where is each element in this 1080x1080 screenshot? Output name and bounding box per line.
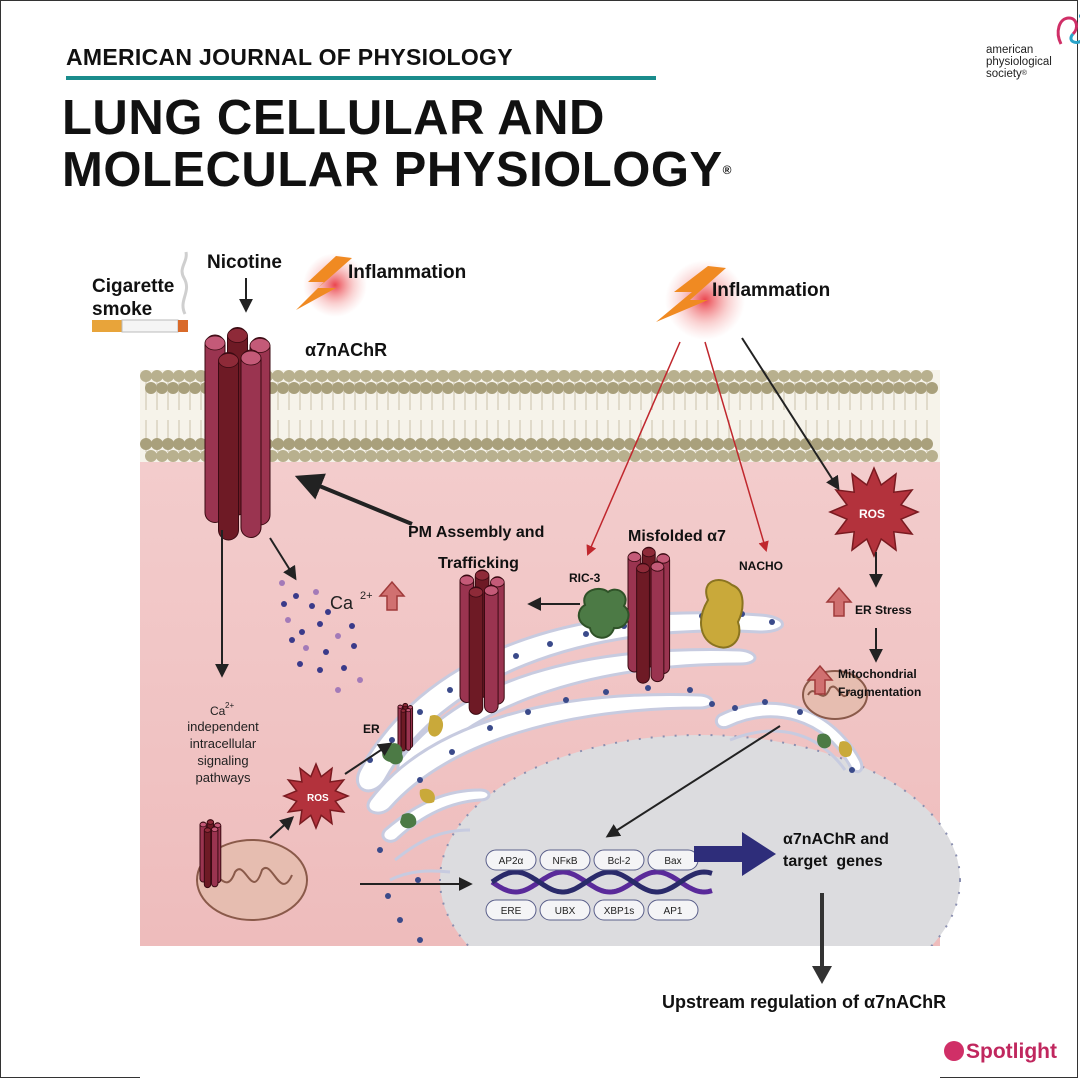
nacho-label: NACHO xyxy=(739,559,783,573)
ric3-chaperone-icon xyxy=(577,587,630,639)
labels: Cigarette smoke Nicotine Inflammation In… xyxy=(92,252,946,1012)
aps-logo-icon xyxy=(1056,14,1080,45)
nicotine-label: Nicotine xyxy=(207,252,282,273)
publisher-line3-text: society xyxy=(986,68,1022,80)
journal-title-line2-text: MOLECULAR PHYSIOLOGY xyxy=(62,143,723,197)
misfolded-label: Misfolded α7 xyxy=(628,528,726,545)
target-genes-label-2: target genes xyxy=(783,853,883,870)
nacho-chaperone-icon xyxy=(700,579,744,649)
receptor-label: α7nAChR xyxy=(305,340,387,360)
tf-box xyxy=(485,899,537,921)
er-stress-label: ER Stress xyxy=(855,603,912,617)
tf-label: Bcl-2 xyxy=(608,856,631,867)
cigarette-label-2: smoke xyxy=(92,299,152,320)
misfolded-a7-receptor xyxy=(627,546,671,684)
journal-title-line1: LUNG CELLULAR AND xyxy=(62,91,605,145)
mito-frag-label-2: Fragmentation xyxy=(838,685,921,699)
header-rule xyxy=(66,76,656,80)
mito-frag-label-1: Mitochondrial xyxy=(838,667,917,681)
a7nachr-receptor-mitochondrion xyxy=(199,819,222,889)
a7nachr-receptor-er xyxy=(459,569,505,715)
expression-arrow xyxy=(694,832,776,876)
er-label: ER xyxy=(363,722,380,736)
pathway-arrows xyxy=(215,278,883,891)
inflammation-right-icon xyxy=(656,260,745,340)
plasma-membrane xyxy=(140,370,940,462)
small-chaperones xyxy=(382,714,853,829)
ca-independent-line-3: signaling xyxy=(197,753,248,768)
journal-name: AMERICAN JOURNAL OF PHYSIOLOGY xyxy=(66,44,513,70)
ca-independent-sup: 2+ xyxy=(225,701,234,710)
increase-arrow-mito-icon xyxy=(806,664,834,695)
increase-arrow-ca-icon xyxy=(378,580,406,611)
a7nachr-receptor-main xyxy=(204,327,271,541)
ca-sup-label: 2+ xyxy=(360,590,373,602)
tf-label: XBP1s xyxy=(604,906,635,917)
tf-box xyxy=(485,849,537,871)
ca-labels: Ca 2+ Ca 2+ independent intracellular si… xyxy=(187,590,372,785)
inflammation-arrows xyxy=(586,341,769,556)
increase-arrow-er-stress-icon xyxy=(825,586,853,617)
tf-box xyxy=(539,899,591,921)
inflammation-left-icon xyxy=(296,253,367,317)
ros-left-icon xyxy=(282,762,350,830)
tf-box xyxy=(647,899,699,921)
ca-label: Ca xyxy=(330,593,354,613)
upstream-arrow xyxy=(812,893,832,984)
publisher-line2: physiological xyxy=(986,56,1052,68)
cigarette-icon xyxy=(92,251,189,333)
registered-mark: ® xyxy=(722,163,732,177)
tf-box xyxy=(539,849,591,871)
spotlight-badge: Spotlight xyxy=(944,1040,1057,1064)
journal-title-line2: MOLECULAR PHYSIOLOGY® xyxy=(62,144,732,196)
tf-label: AP1 xyxy=(664,906,683,917)
publisher-line3: society® xyxy=(986,68,1027,80)
ca-independent-line-2: intracellular xyxy=(190,736,257,751)
ros-left-label: ROS xyxy=(307,793,329,804)
ca-independent-line-4: pathways xyxy=(196,770,251,785)
ros-labels: ROS ROS xyxy=(307,507,885,804)
upstream-regulation-label: Upstream regulation of α7nAChR xyxy=(662,992,946,1012)
dna-helix xyxy=(490,869,713,895)
ric3-label: RIC-3 xyxy=(569,571,601,585)
tf-box xyxy=(593,849,645,871)
tf-label: UBX xyxy=(555,906,576,917)
tf-label: NFκB xyxy=(553,856,578,867)
inflammation-right-label: Inflammation xyxy=(712,280,830,301)
a7nachr-receptor-small-er xyxy=(397,702,414,752)
spotlight-icon xyxy=(944,1041,964,1061)
target-genes-label-1: α7nAChR and xyxy=(783,831,889,848)
tf-label: ERE xyxy=(501,906,522,917)
pm-assembly-label-2: Trafficking xyxy=(438,555,519,572)
tf-label: AP2α xyxy=(499,856,524,867)
transcription-factors-bottom: ERE UBX XBP1s AP1 xyxy=(485,899,699,921)
pm-assembly-label-1: PM Assembly and xyxy=(408,524,544,541)
calcium-ions xyxy=(279,580,363,693)
tf-label: Bax xyxy=(664,856,681,867)
tf-box xyxy=(593,899,645,921)
publisher-mark: ® xyxy=(1021,70,1027,77)
publisher-line1: american xyxy=(986,44,1034,56)
transcription-factors-top: AP2α NFκB Bcl-2 Bax xyxy=(485,849,699,871)
cigarette-label-1: Cigarette xyxy=(92,276,174,297)
ca-independent-ca: Ca xyxy=(210,704,226,718)
ros-right-label: ROS xyxy=(859,507,885,521)
inflammation-left-label: Inflammation xyxy=(348,262,466,283)
spotlight-label: Spotlight xyxy=(966,1040,1057,1063)
ca-independent-line-1: independent xyxy=(187,719,259,734)
